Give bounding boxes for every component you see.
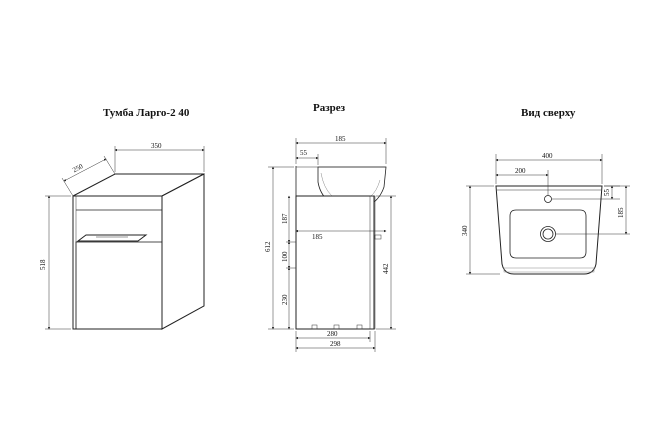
off55-label: 55 <box>300 149 308 157</box>
faucet-hole <box>544 195 552 203</box>
cabinet-door <box>75 241 163 330</box>
h100-label: 100 <box>281 251 289 262</box>
section-view: 185 55 185 612 187 100 230 442 280 <box>264 135 396 352</box>
depth-label: 250 <box>71 162 84 174</box>
w200-label: 200 <box>515 167 526 175</box>
mid185-label: 185 <box>312 233 323 241</box>
w298-label: 298 <box>330 340 341 348</box>
basin-outline <box>495 185 603 275</box>
h442-label: 442 <box>382 263 390 274</box>
depth-ext-2 <box>103 155 116 175</box>
r185-label: 185 <box>617 207 625 218</box>
drain-inner <box>542 228 554 240</box>
section-view-title: Разрез <box>313 102 346 114</box>
drain-outer <box>540 226 556 242</box>
r55-label: 55 <box>603 189 611 197</box>
front-view-title: Тумба Ларго-2 40 <box>103 107 190 119</box>
width-label: 350 <box>151 142 162 150</box>
h230-label: 230 <box>281 294 289 305</box>
w280-label: 280 <box>327 330 338 338</box>
h612-label: 612 <box>264 241 272 252</box>
cabinet-front-face <box>72 195 163 330</box>
d340-label: 340 <box>461 225 469 236</box>
foot-3 <box>356 324 363 330</box>
h187-label: 187 <box>281 213 289 224</box>
rear-shadow <box>503 267 595 273</box>
depth-ext-1 <box>61 177 74 197</box>
front-view: 250 350 518 <box>39 142 205 330</box>
top185-label: 185 <box>335 135 346 143</box>
cabinet-section <box>295 195 375 330</box>
top-view-title: Вид сверху <box>521 107 576 119</box>
height-label: 518 <box>39 259 47 270</box>
top-view: 400 200 340 55 185 <box>461 152 630 275</box>
door-handle <box>76 234 148 242</box>
foot-1 <box>311 324 318 330</box>
foot-2 <box>333 324 340 330</box>
w400-label: 400 <box>542 152 553 160</box>
basin-bowl <box>509 209 587 259</box>
cabinet-front-panel <box>369 195 376 330</box>
cabinet-side-face <box>161 173 205 330</box>
section-handle <box>374 234 382 240</box>
depth-dim-line <box>63 158 107 182</box>
